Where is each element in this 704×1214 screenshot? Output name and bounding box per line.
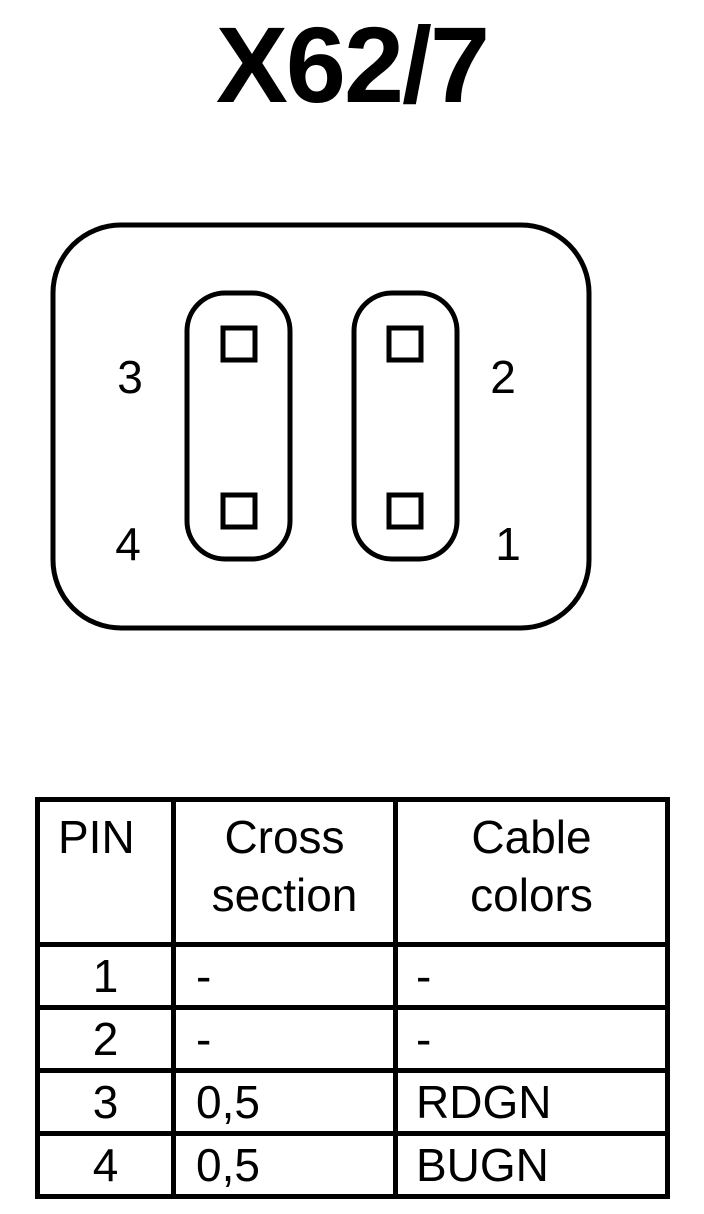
cell-cable-colors: -	[393, 1005, 670, 1073]
pin-label-3: 3	[117, 351, 143, 403]
contact-pin-4	[220, 492, 258, 530]
table-row: 3 0,5 RDGN	[35, 1068, 670, 1136]
pin-carrier-left	[184, 290, 293, 562]
table-row: 2 - -	[35, 1005, 670, 1073]
pin-label-2: 2	[490, 351, 516, 403]
cell-pin: 3	[35, 1068, 176, 1136]
cell-pin: 4	[35, 1131, 176, 1199]
cell-cross-section: 0,5	[171, 1068, 398, 1136]
pin-assignment-table: PIN Cross section Cable colors 1 - - 2 -…	[35, 797, 670, 1199]
connector-title: X62/7	[215, 4, 490, 125]
table-row: 1 - -	[35, 942, 670, 1010]
connector-housing	[50, 222, 592, 631]
cell-cable-colors: RDGN	[393, 1068, 670, 1136]
header-cross-section: Cross section	[171, 797, 398, 947]
contact-pin-2	[386, 325, 424, 363]
cell-cable-colors: BUGN	[393, 1131, 670, 1199]
header-cable-colors: Cable colors	[393, 797, 670, 947]
cell-cross-section: 0,5	[171, 1131, 398, 1199]
cell-cross-section: -	[171, 942, 398, 1010]
header-pin: PIN	[35, 797, 176, 947]
pin-label-1: 1	[495, 518, 521, 570]
contact-pin-1	[386, 492, 424, 530]
cell-pin: 2	[35, 1005, 176, 1073]
table-row: 4 0,5 BUGN	[35, 1131, 670, 1199]
connector-diagram: 3 4 2 1	[50, 222, 592, 631]
contact-pin-3	[220, 325, 258, 363]
pin-carrier-right	[351, 290, 460, 562]
pin-label-4: 4	[115, 518, 141, 570]
cell-cross-section: -	[171, 1005, 398, 1073]
cell-pin: 1	[35, 942, 176, 1010]
cell-cable-colors: -	[393, 942, 670, 1010]
table-header-row: PIN Cross section Cable colors	[35, 797, 670, 947]
